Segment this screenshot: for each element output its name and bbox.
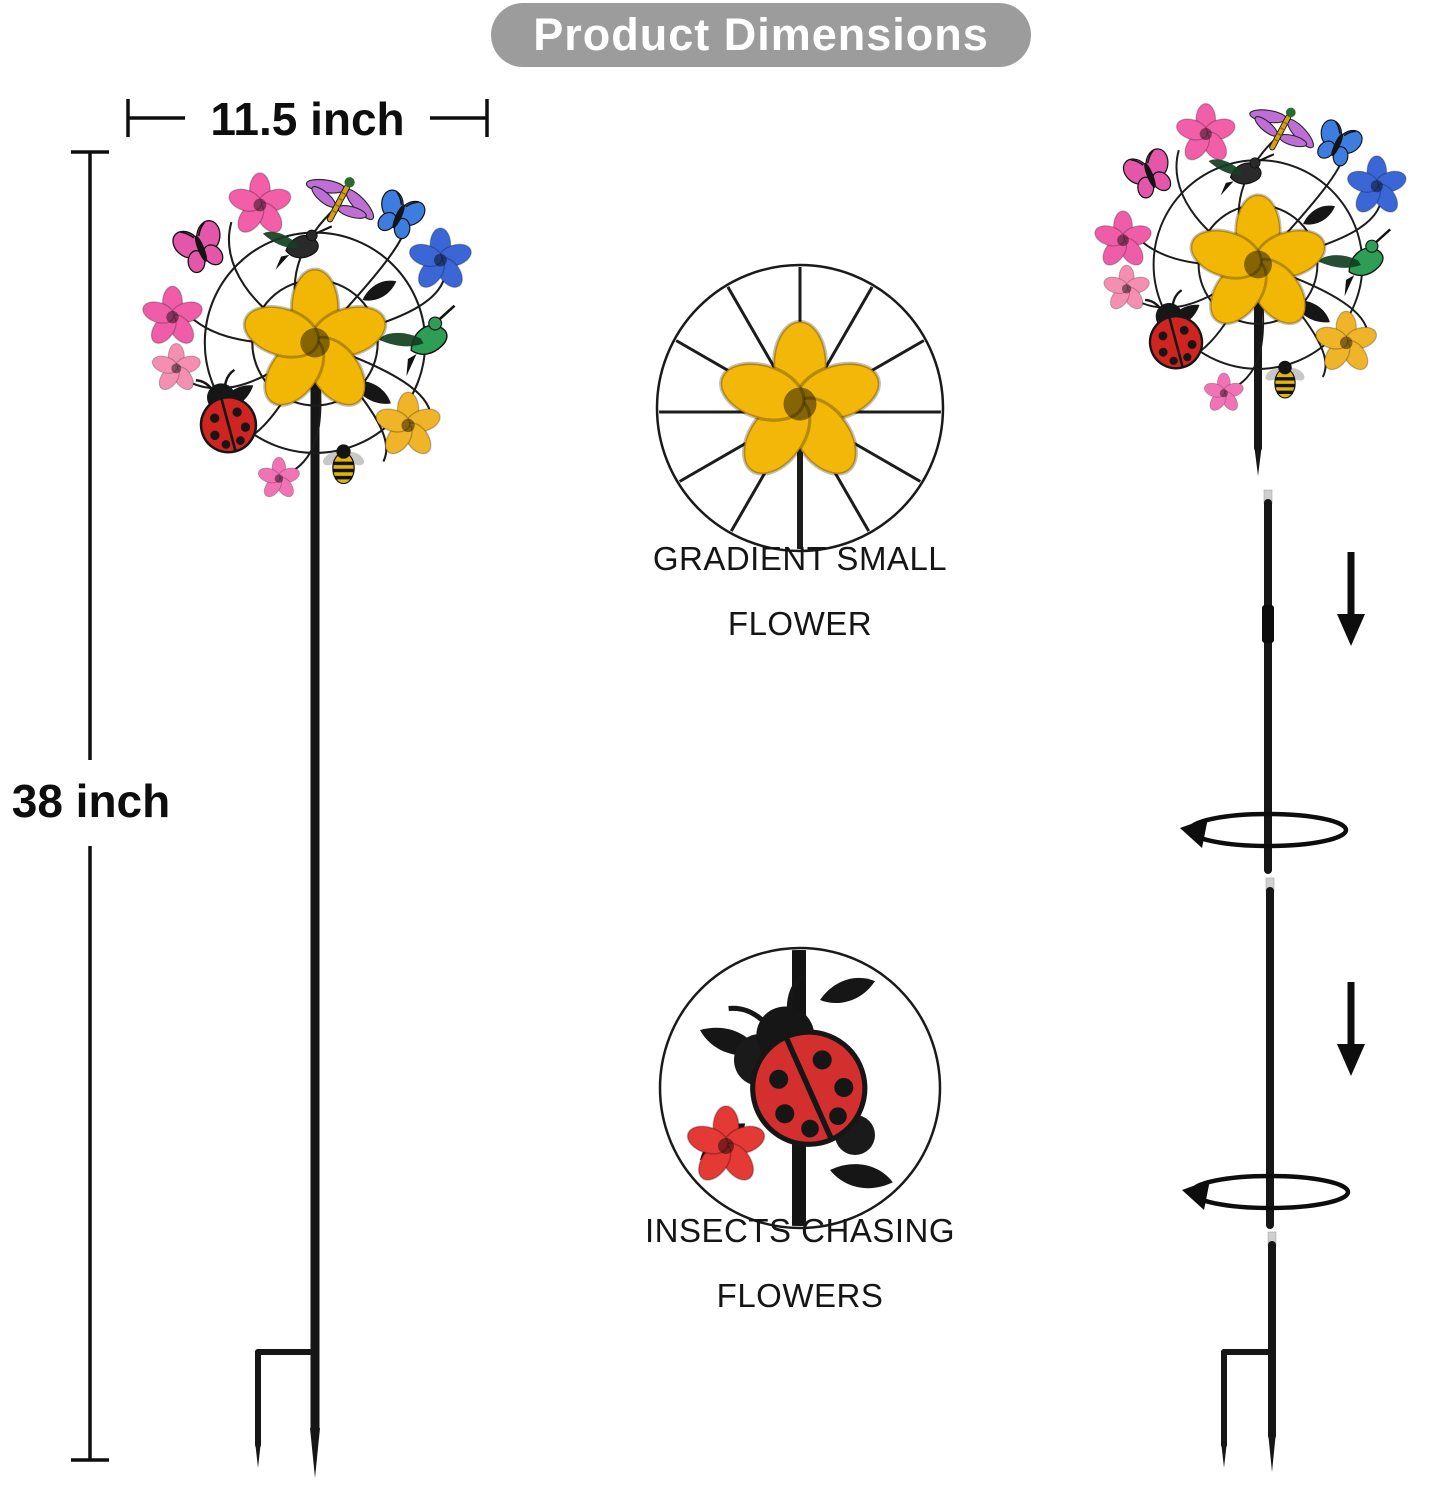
ladybug-callout-circle (658, 946, 942, 1230)
title-banner: Product Dimensions (491, 3, 1031, 67)
stake-segment-1 (1262, 489, 1274, 874)
stake-segment-3 (1221, 1231, 1277, 1472)
left-wind-spinner (140, 159, 474, 500)
flower-callout-circle (655, 263, 945, 553)
width-dimension-line (126, 99, 489, 137)
flower-callout-caption: GRADIENT SMALL FLOWER (610, 540, 990, 643)
insects-callout-caption-line2: FLOWERS (716, 1277, 884, 1314)
down-arrow-icon (1337, 552, 1365, 646)
height-dimension-label: 38 inch (11, 775, 171, 827)
insects-callout-caption: INSECTS CHASING FLOWERS (610, 1212, 990, 1315)
left-stake-tip (310, 1428, 320, 1478)
flower-callout-caption-line2: FLOWER (727, 605, 873, 642)
down-arrow-icon (1337, 982, 1365, 1076)
flower-callout-caption-line1: GRADIENT SMALL (652, 540, 948, 577)
banner-title: Product Dimensions (533, 9, 989, 60)
height-dimension-line (71, 150, 109, 1462)
insects-callout-caption-line1: INSECTS CHASING (644, 1212, 956, 1249)
left-stake (255, 337, 320, 1448)
stake-segment-2 (1265, 877, 1275, 1229)
rotate-arrow-icon (1180, 811, 1349, 849)
left-prong-tip (255, 1441, 261, 1468)
width-dimension-label: 11.5 inch (210, 93, 405, 145)
spinner-spokes (659, 267, 941, 549)
rotate-arrow-icon (1182, 1173, 1351, 1211)
right-wind-spinner (1092, 91, 1408, 414)
